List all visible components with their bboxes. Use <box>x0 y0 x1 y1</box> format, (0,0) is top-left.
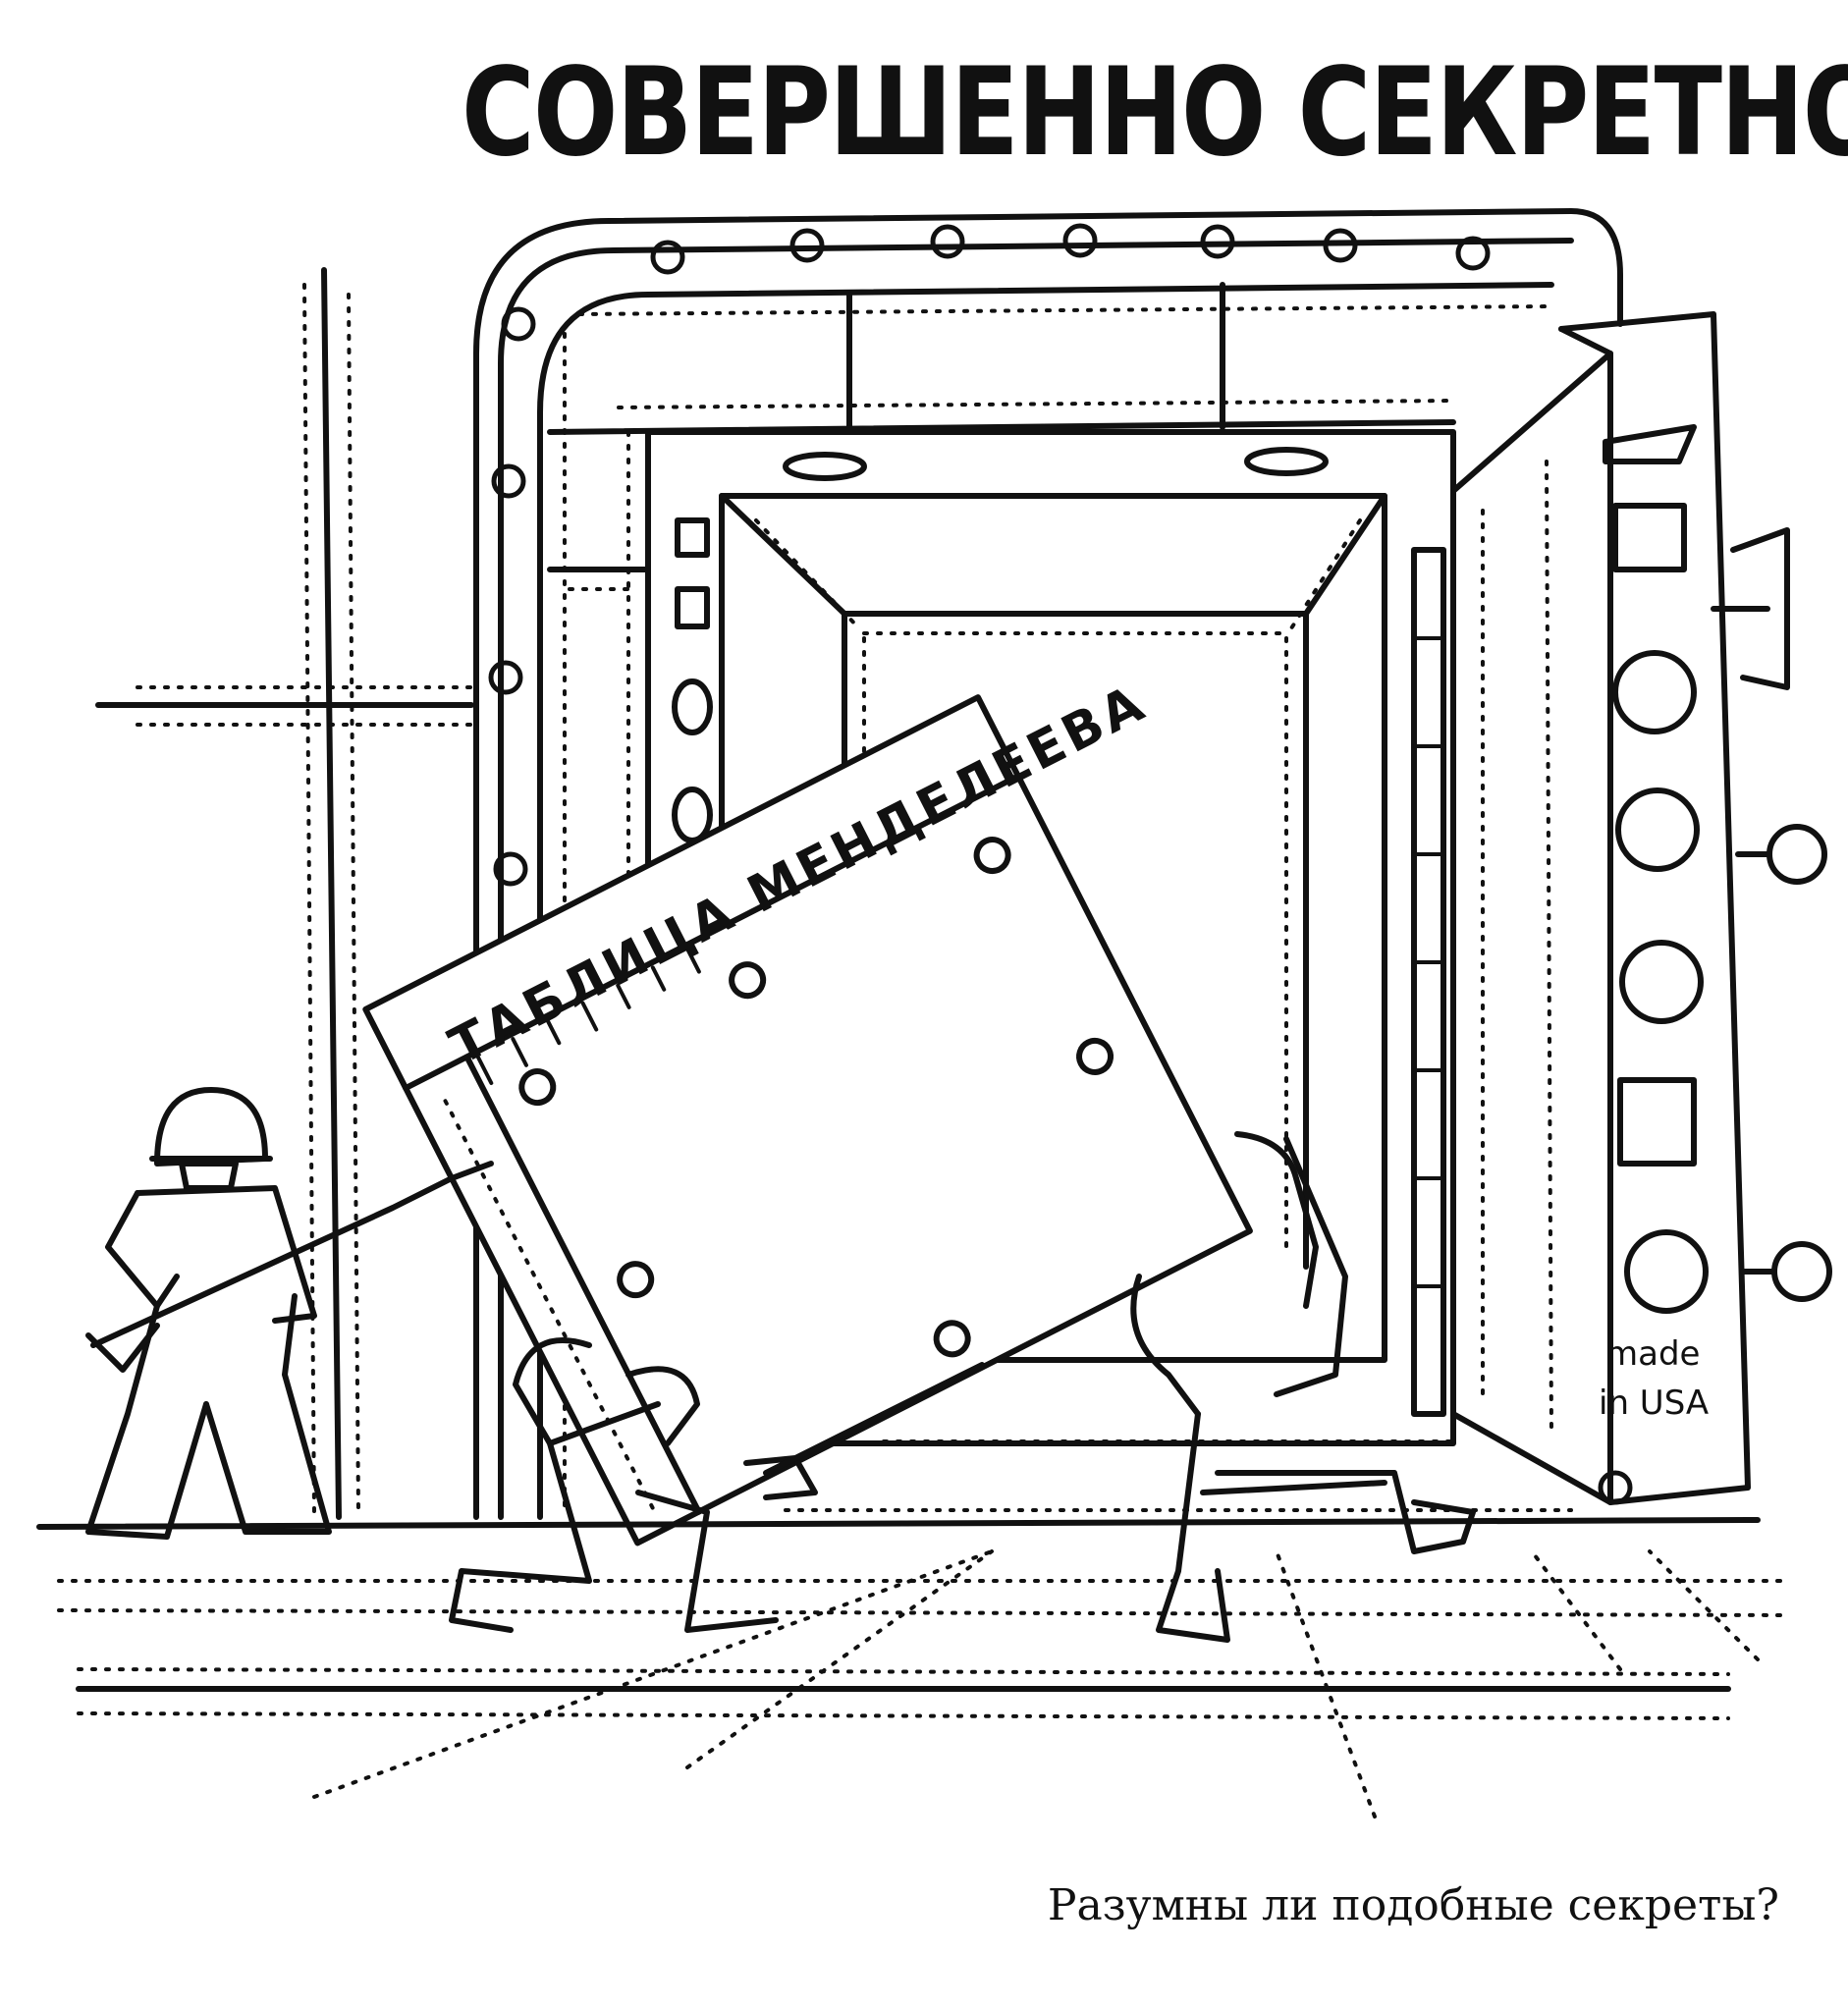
cartoon-caption: Разумны ли подобные секреты? <box>1047 1880 1779 1930</box>
floor <box>36 1517 1789 1818</box>
soldier-figure <box>85 1087 494 1540</box>
chamber-slots <box>672 517 713 843</box>
door-stamp-line1: made <box>1605 1334 1700 1374</box>
carrying-man-figure <box>1130 1131 1476 1643</box>
wall-grid <box>95 267 474 1520</box>
vault-door <box>1411 311 1832 1505</box>
kneeling-man-figure <box>449 1337 985 1633</box>
door-stamp-line2: in USA <box>1599 1384 1709 1423</box>
door-stamp: made in USA <box>1599 1334 1709 1423</box>
